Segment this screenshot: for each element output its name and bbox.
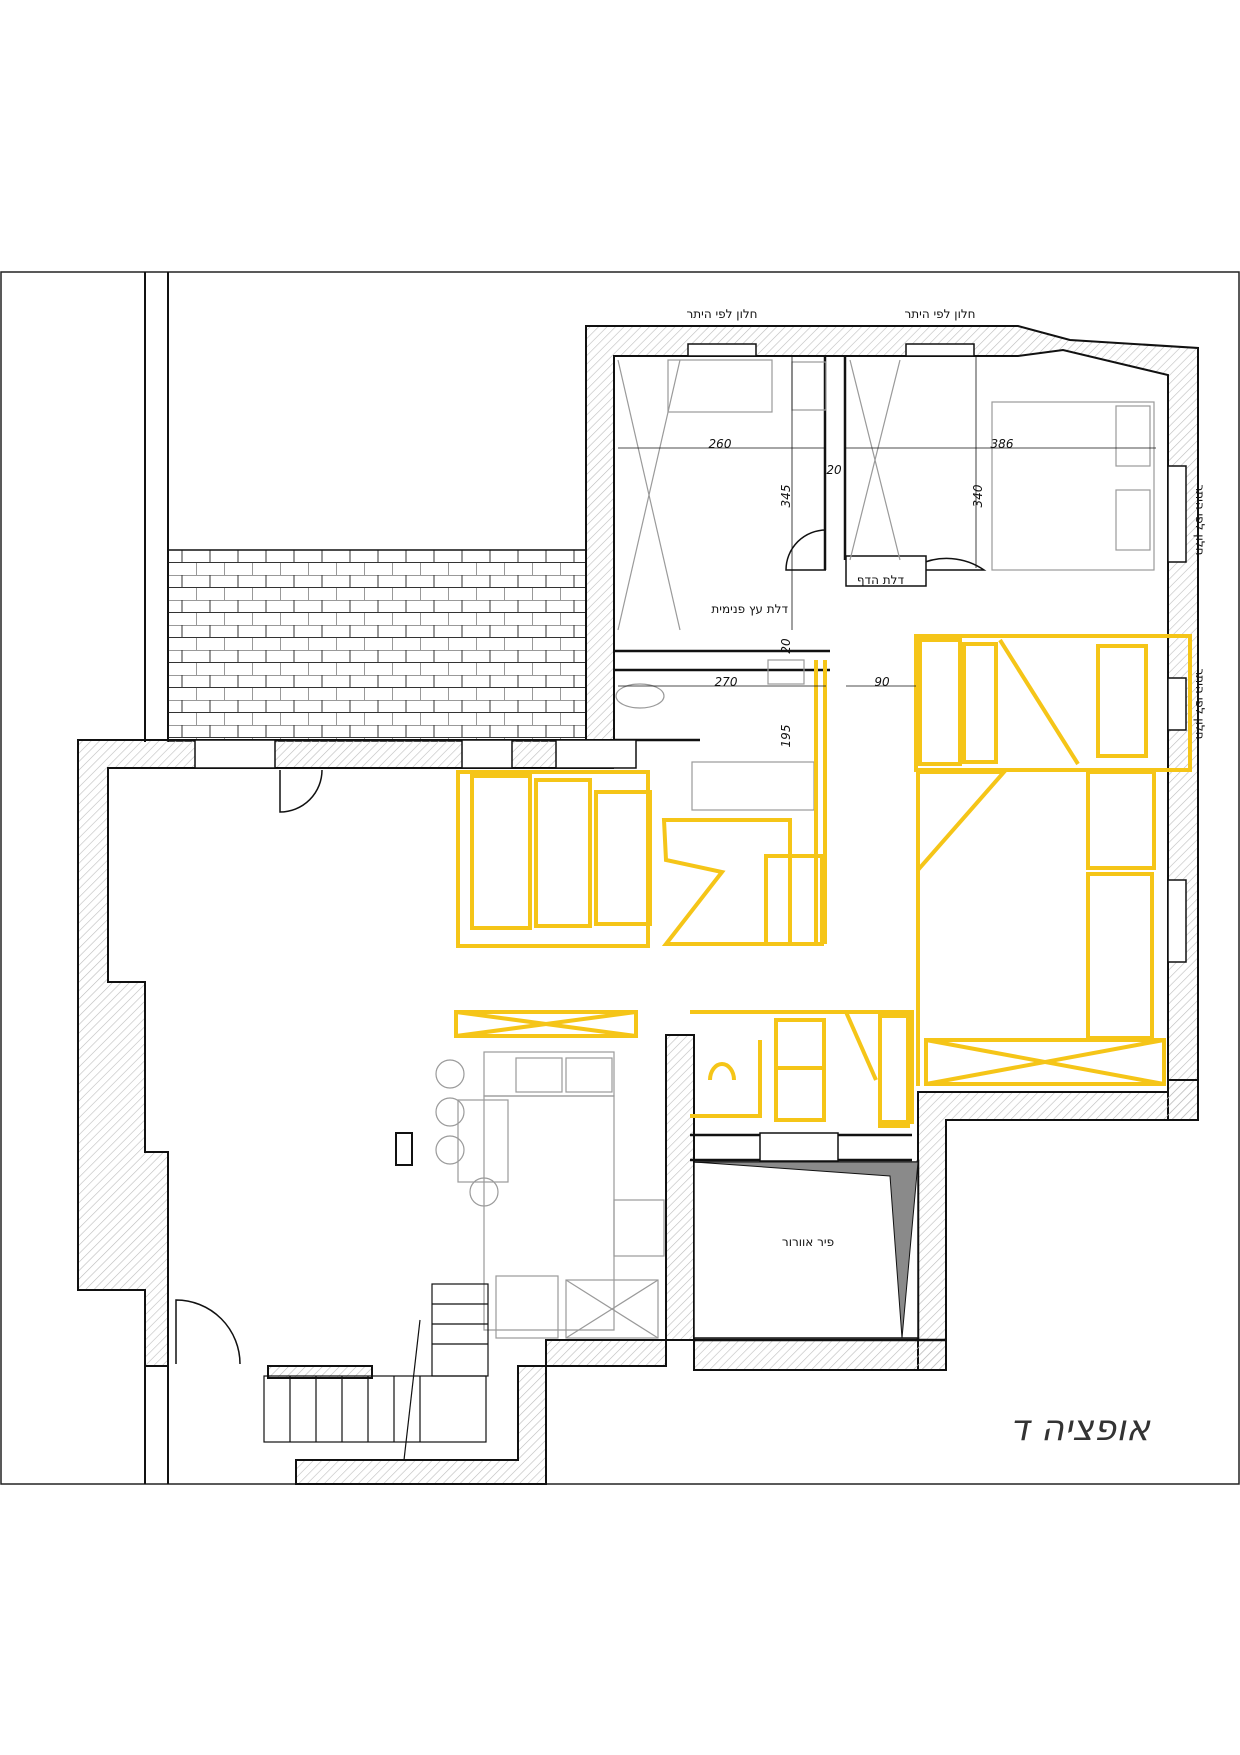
dim-20-mid: 20 — [779, 638, 793, 654]
window-pit — [759, 1132, 839, 1162]
dim-345: 345 — [779, 485, 793, 508]
door-living — [279, 769, 323, 813]
dim-195: 195 — [779, 725, 793, 748]
dim-90: 90 — [874, 675, 890, 689]
shield-door-label: דלת הדף — [857, 573, 905, 587]
outer-walls — [77, 325, 1199, 1485]
door-entrance — [175, 1299, 241, 1365]
dim-340: 340 — [971, 484, 985, 507]
dim-386: 386 — [991, 437, 1014, 451]
dim-270: 270 — [715, 675, 738, 689]
windows — [194, 343, 1187, 1162]
dimension-lines — [618, 356, 1156, 687]
paved-terrace — [167, 549, 587, 742]
window-right-3 — [1167, 879, 1187, 963]
inner-door-label: דלת עץ פנימית — [711, 602, 788, 616]
window-label-2: חלון לפי היתר — [904, 307, 975, 321]
air-pit-label: פיר אוורור — [782, 1235, 834, 1249]
proposed-markup — [454, 634, 1192, 1128]
window-living-2 — [461, 739, 513, 769]
column-marker — [395, 1132, 413, 1166]
furniture — [435, 359, 1155, 1339]
doors — [175, 529, 987, 1365]
window-bedroom-1 — [687, 343, 757, 357]
window-right-1 — [1167, 465, 1187, 563]
dim-20-top: 20 — [826, 463, 842, 477]
dim-260: 260 — [709, 437, 732, 451]
window-label-4: חלון לפי היתר — [1193, 668, 1207, 739]
window-label-1: חלון לפי היתר — [686, 307, 757, 321]
window-living-1 — [194, 739, 276, 769]
window-living-3 — [555, 739, 637, 769]
air-pit-shaft — [693, 1161, 919, 1339]
window-label-3: חלון לפי היתר — [1193, 484, 1207, 555]
window-right-2 — [1167, 677, 1187, 731]
stairs — [263, 1283, 489, 1461]
option-title: אופציה ד — [1010, 1408, 1151, 1449]
door-bedroom-2 — [917, 557, 987, 571]
door-bedroom-1 — [785, 529, 827, 571]
window-bedroom-2 — [905, 343, 975, 357]
drawing-frame — [0, 271, 1240, 1485]
air-pit — [693, 1161, 919, 1339]
